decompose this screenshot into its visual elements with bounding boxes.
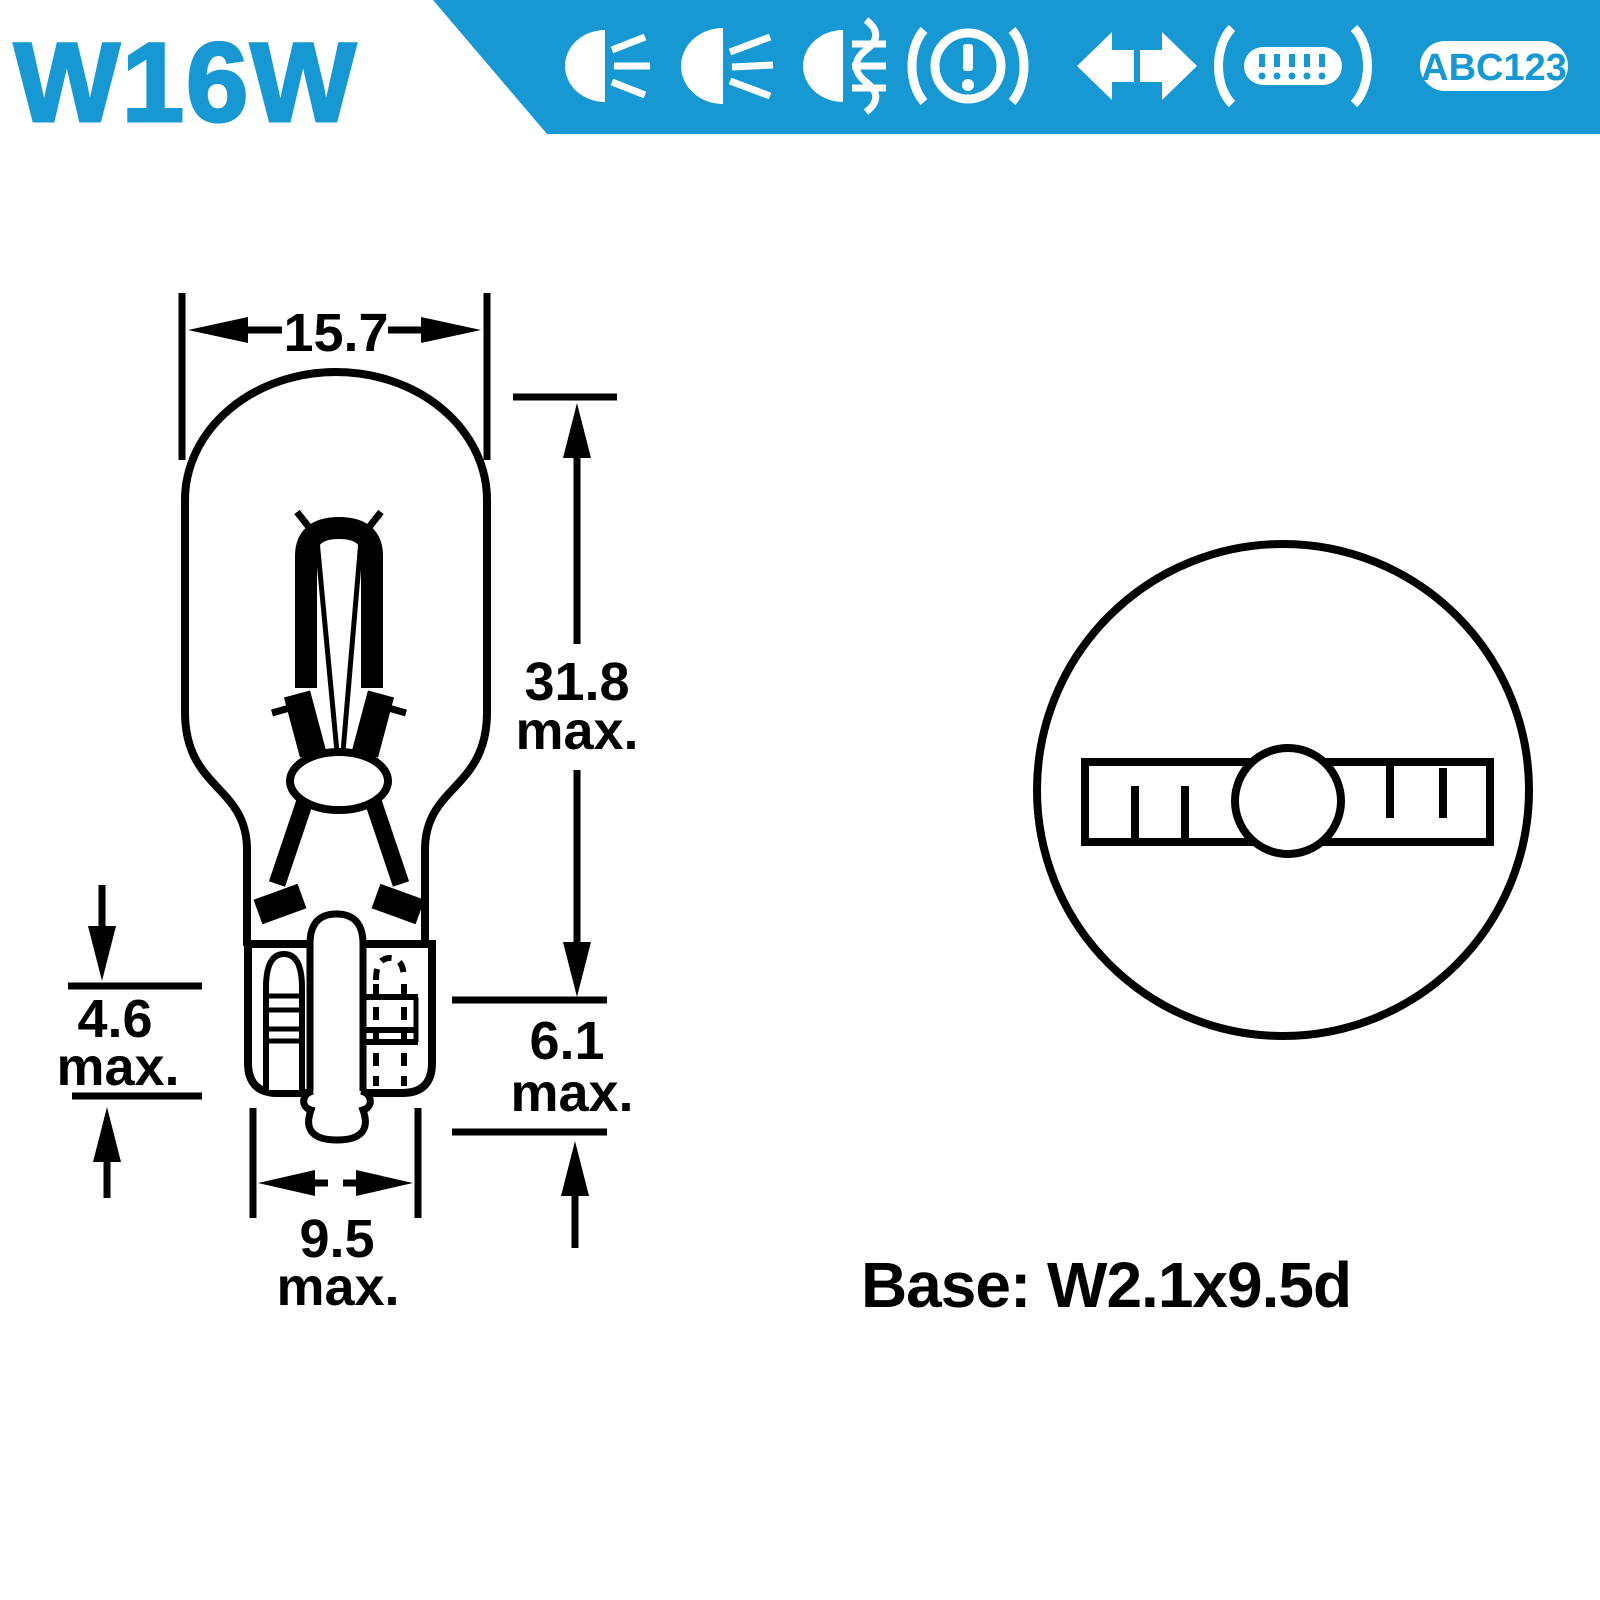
- base-designation-label: Base: W2.1x9.5d: [861, 1249, 1351, 1321]
- base-inset-max: max.: [56, 1037, 179, 1097]
- exhaust-tip: [300, 1087, 374, 1144]
- bulb-diameter-value: 15.7: [283, 303, 388, 363]
- indicator-icon: [1077, 32, 1197, 100]
- fog-light-icon: [803, 17, 886, 115]
- base-height-max: max.: [510, 1063, 633, 1123]
- dimension-base-height: 6.1 max.: [452, 1011, 634, 1248]
- dimension-base-width: 9.5 max.: [249, 1108, 422, 1317]
- dimension-bulb-diameter: 15.7: [178, 293, 491, 460]
- base-inset-value: 4.6: [77, 989, 152, 1049]
- wedge-glass-top: [1231, 744, 1345, 858]
- dimension-overall-length: 31.8 max.: [452, 393, 639, 1004]
- base-height-value: 6.1: [529, 1011, 604, 1071]
- overall-length-value: 31.8: [524, 652, 629, 712]
- number-plate-light-icon: [1214, 24, 1372, 108]
- page-title: W16W: [13, 20, 358, 145]
- bulb-outline: [181, 368, 491, 946]
- registration-plate-icon: ABC123: [1420, 41, 1568, 91]
- overall-length-max: max.: [515, 701, 638, 761]
- header-banner: ABC123: [433, 0, 1600, 134]
- banner-shape: [433, 0, 1600, 134]
- filament-assembly: [253, 509, 425, 925]
- base-width-value: 9.5: [299, 1209, 374, 1269]
- side-light-icon: [565, 30, 650, 102]
- base-width-max: max.: [276, 1257, 399, 1317]
- headlight-icon: [681, 28, 774, 104]
- brake-warning-icon: [907, 27, 1029, 105]
- base-top-view: [1033, 540, 1533, 1040]
- plate-code-label: ABC123: [1421, 47, 1567, 89]
- bulb-side-view: [181, 368, 491, 1144]
- dimension-annotations: 15.7 31.8 max. 6.1 max.: [56, 293, 639, 1317]
- dimension-base-inset: 4.6 max.: [56, 885, 202, 1198]
- wedge-base: [244, 910, 436, 1144]
